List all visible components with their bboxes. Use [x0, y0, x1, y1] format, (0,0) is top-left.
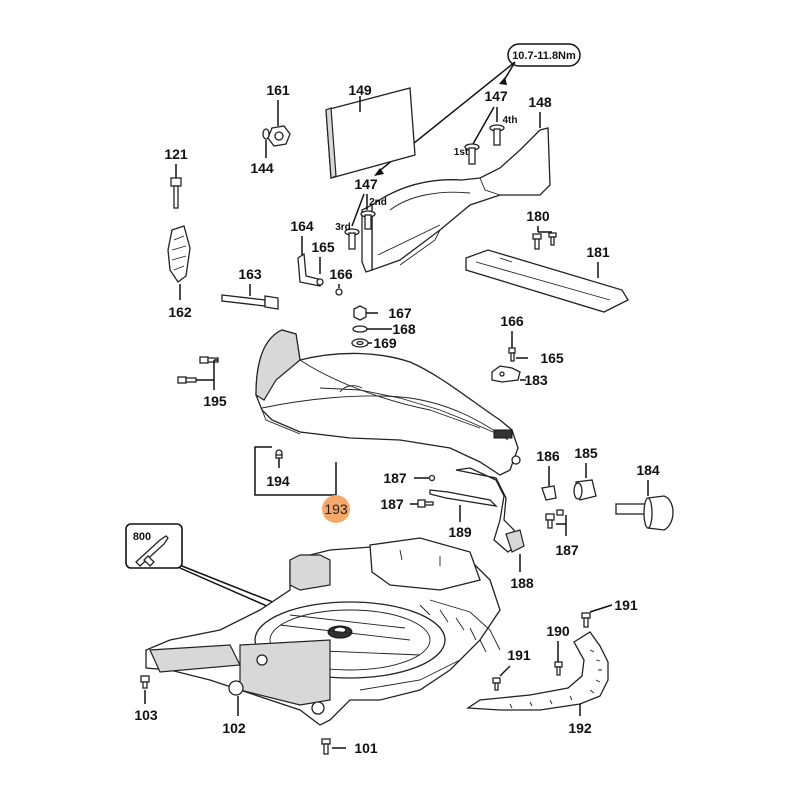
- order-4th: 4th: [503, 115, 518, 126]
- label-187-left: 187: [380, 496, 404, 512]
- label-147-lower: 147: [354, 176, 378, 192]
- label-164: 164: [290, 218, 314, 234]
- label-193[interactable]: 193: [324, 501, 348, 517]
- label-187-upper: 187: [383, 470, 407, 486]
- part-101-103-screws: 103 102 101: [134, 675, 378, 756]
- label-191-left: 191: [507, 647, 531, 663]
- label-148: 148: [528, 94, 552, 110]
- torque-callout: 10.7-11.8Nm: [374, 43, 581, 176]
- part-149-fence-plate: 149: [325, 82, 416, 179]
- label-162: 162: [168, 304, 192, 320]
- label-147-upper: 147: [484, 88, 508, 104]
- label-191-right: 191: [614, 597, 638, 613]
- label-167: 167: [388, 305, 412, 321]
- order-2nd: 2nd: [369, 197, 387, 208]
- label-144: 144: [250, 160, 274, 176]
- label-169: 169: [373, 335, 397, 351]
- label-166-upper: 166: [329, 266, 353, 282]
- label-166-lower: 166: [500, 313, 524, 329]
- tool-number: 800: [133, 531, 151, 543]
- label-194: 194: [266, 473, 290, 489]
- label-102: 102: [222, 720, 246, 736]
- part-183-clamp: 166 165 183: [491, 313, 564, 388]
- part-162-guard-plate: 162: [167, 225, 192, 320]
- part-184-186-hardware: 186 185 184: [536, 445, 674, 531]
- part-163-pin: 163: [221, 266, 279, 310]
- label-149: 149: [348, 82, 372, 98]
- part-181-rail: 180 181: [465, 208, 629, 313]
- label-185: 185: [574, 445, 598, 461]
- label-180: 180: [526, 208, 550, 224]
- label-190: 190: [546, 623, 570, 639]
- label-165-lower: 165: [540, 350, 564, 366]
- label-165-upper: 165: [311, 239, 335, 255]
- part-161-knob: 161 144: [250, 82, 291, 176]
- label-161: 161: [266, 82, 290, 98]
- label-188: 188: [510, 575, 534, 591]
- label-184: 184: [636, 462, 660, 478]
- label-189: 189: [448, 524, 472, 540]
- part-167-169-hardware: 167 168 169: [351, 305, 416, 351]
- part-189-linkage: 187 187 189 188 187: [380, 467, 579, 591]
- order-1st: 1st: [454, 147, 469, 158]
- part-193-upper-housing: [255, 329, 521, 476]
- label-163: 163: [238, 266, 262, 282]
- part-192-miter-scale: 191 190 191 192: [466, 597, 638, 736]
- part-147-screws-upper: 147 1st 4th: [454, 88, 518, 165]
- label-181: 181: [586, 244, 610, 260]
- label-183: 183: [524, 372, 548, 388]
- base-assembly: [145, 537, 501, 726]
- label-121: 121: [164, 146, 188, 162]
- tool-callout-800: 800: [125, 523, 339, 629]
- label-195: 195: [203, 393, 227, 409]
- label-187-right: 187: [555, 542, 579, 558]
- label-192: 192: [568, 720, 592, 736]
- label-103: 103: [134, 707, 158, 723]
- torque-value: 10.7-11.8Nm: [512, 50, 576, 62]
- part-194-bracket: 194 193: [254, 446, 350, 523]
- highlight-marker-193[interactable]: [322, 495, 350, 523]
- part-195-screws: 195: [177, 356, 227, 409]
- part-164-bracket: 164 165 166: [290, 218, 353, 296]
- label-168: 168: [392, 321, 416, 337]
- part-121-bolt: 121: [164, 146, 188, 209]
- part-147-screws-lower: 147 2nd 3rd: [335, 176, 387, 250]
- label-186: 186: [536, 448, 560, 464]
- order-3rd: 3rd: [335, 222, 351, 233]
- label-101: 101: [354, 740, 378, 756]
